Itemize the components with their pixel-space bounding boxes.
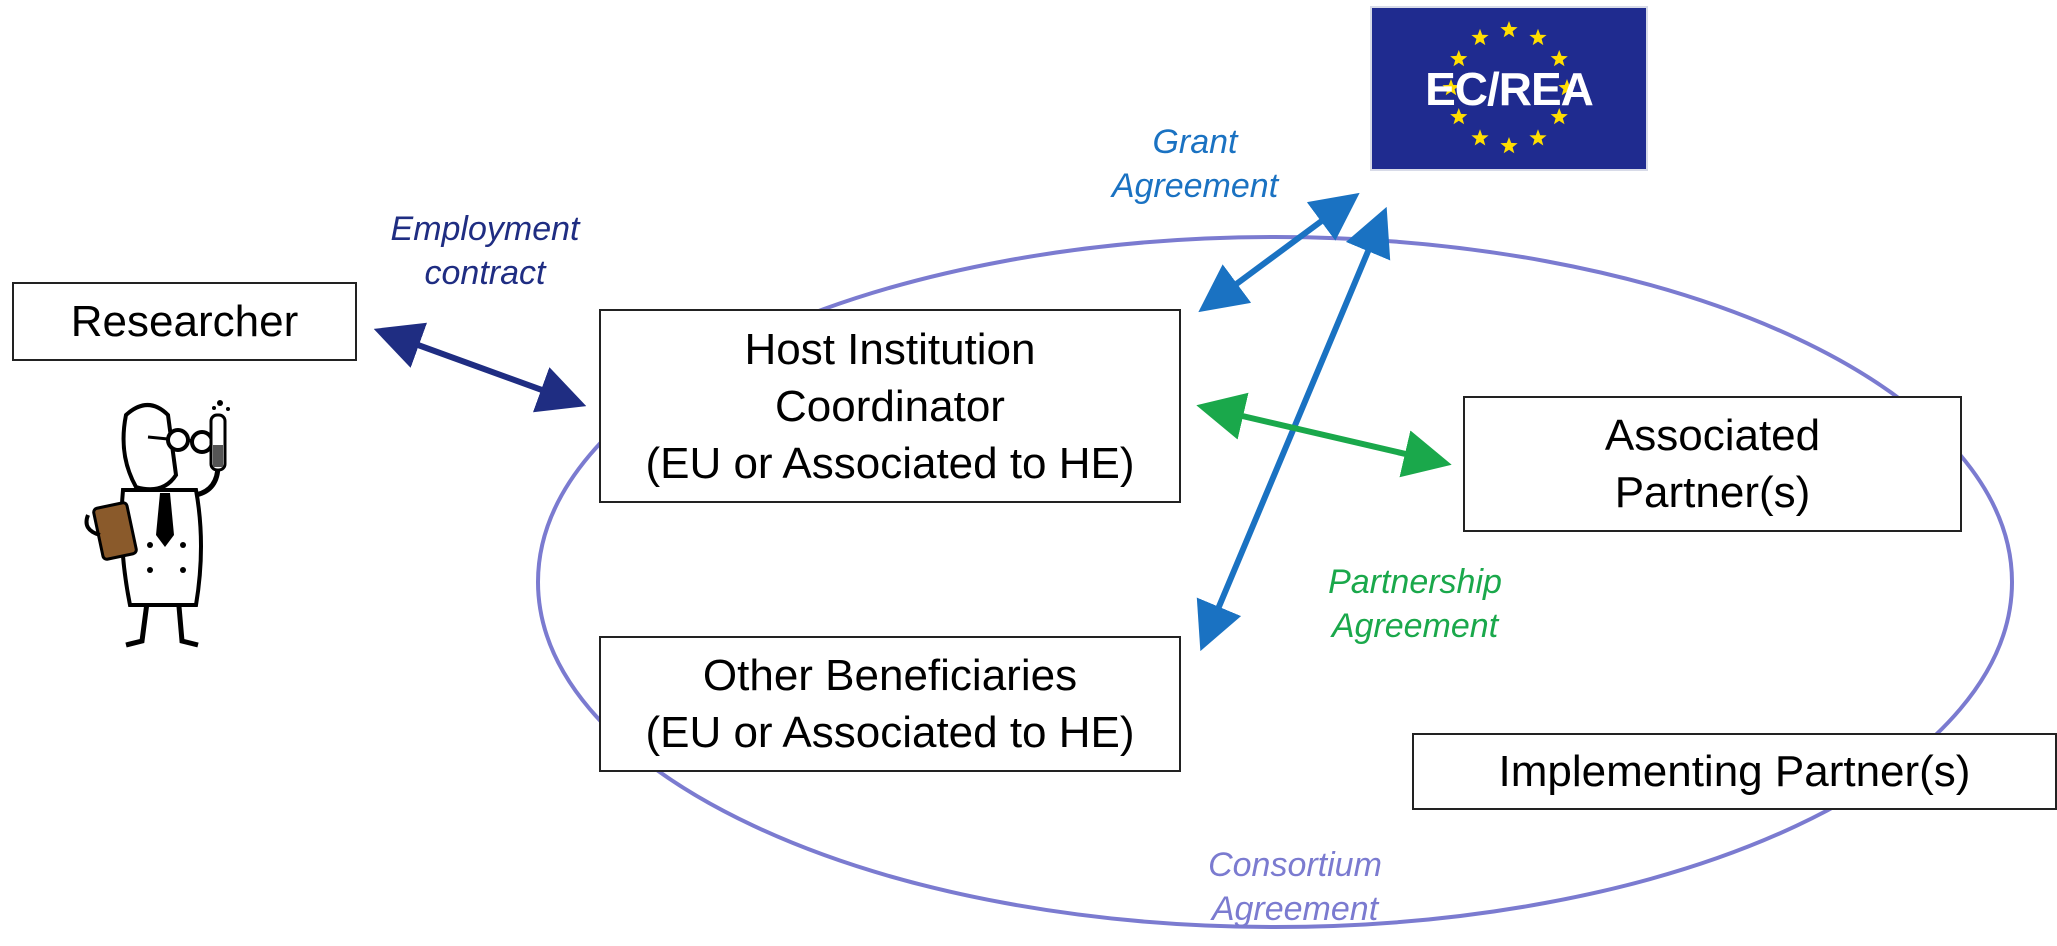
star-icon (1471, 28, 1489, 46)
implementing-partners-box: Implementing Partner(s) (1412, 733, 2057, 810)
eu-stars-icon (1442, 21, 1576, 154)
consortium-line-1: Consortium (1208, 846, 1382, 884)
grant-line-1: Grant (1152, 123, 1238, 161)
ec-rea-logo: EC/REA (1370, 6, 1648, 171)
host-line-3: (EU or Associated to HE) (645, 438, 1135, 488)
partnership-arrow (1196, 392, 1452, 478)
employment-line-1: Employment (390, 210, 580, 248)
grant-arrow-host (1198, 192, 1360, 313)
logo-text: EC/REA (1425, 62, 1594, 115)
other-line-1: Other Beneficiaries (702, 651, 1078, 700)
star-icon (1558, 79, 1576, 96)
consortium-agreement-label: Consortium Agreement (1175, 843, 1415, 931)
star-icon (1550, 50, 1568, 67)
consortium-line-2: Agreement (1211, 890, 1379, 928)
star-icon (1529, 129, 1547, 146)
employment-line-2: contract (424, 254, 546, 292)
star-icon (1500, 21, 1518, 38)
partnership-line-2: Agreement (1331, 607, 1499, 645)
star-icon (1442, 79, 1460, 96)
assoc-line-2: Partner(s) (1614, 468, 1811, 517)
implementing-label: Implementing Partner(s) (1498, 747, 1971, 796)
assoc-line-1: Associated (1604, 411, 1821, 460)
grant-line-2: Agreement (1111, 167, 1279, 205)
researcher-label: Researcher (70, 297, 299, 346)
star-icon (1500, 137, 1518, 154)
star-icon (1450, 108, 1468, 125)
star-icon (1471, 129, 1489, 146)
star-icon (1529, 28, 1547, 46)
partnership-agreement-label: Partnership Agreement (1300, 560, 1530, 648)
other-beneficiaries-box: Other Beneficiaries (EU or Associated to… (599, 636, 1181, 772)
employment-arrow (373, 322, 587, 413)
grant-agreement-label: Grant Agreement (1085, 120, 1305, 208)
star-icon (1550, 108, 1568, 125)
host-line-1: Host Institution (744, 324, 1036, 374)
star-icon (1450, 50, 1468, 67)
researcher-box: Researcher (12, 282, 357, 361)
host-institution-box: Host Institution Coordinator (EU or Asso… (599, 309, 1181, 503)
scientist-icon (84, 400, 230, 648)
host-line-2: Coordinator (775, 381, 1005, 431)
other-line-2: (EU or Associated to HE) (645, 708, 1135, 757)
employment-contract-label: Employment contract (370, 207, 600, 295)
associated-partners-box: Associated Partner(s) (1463, 396, 1962, 532)
partnership-line-1: Partnership (1328, 563, 1502, 601)
